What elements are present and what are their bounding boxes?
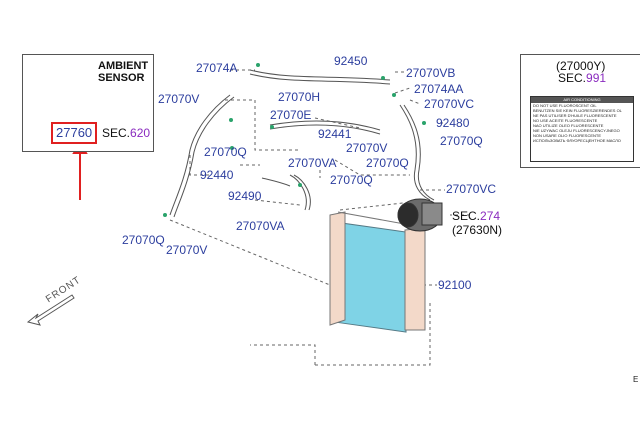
part-27070v-mid[interactable]: 27070V: [346, 141, 388, 155]
part-92100[interactable]: 92100: [438, 278, 472, 292]
part-27070v-top-left[interactable]: 27070V: [158, 92, 200, 106]
part-27070va-1[interactable]: 27070VA: [288, 156, 337, 170]
part-27070e[interactable]: 27070E: [270, 108, 312, 122]
ambient-title-2: SENSOR: [98, 72, 145, 84]
ambient-title-1: AMBIENT: [98, 60, 149, 72]
warning-line-6: NON USARE OLIO FLUORESCENTE: [533, 133, 602, 138]
part-27070q-mid[interactable]: 27070Q: [366, 156, 409, 170]
part-92490[interactable]: 92490: [228, 189, 262, 203]
part-92450[interactable]: 92450: [334, 54, 368, 68]
part-highlight-box: [51, 122, 97, 144]
part-92441[interactable]: 92441: [318, 127, 352, 141]
part-27000y[interactable]: (27000Y): [556, 59, 606, 73]
part-92480[interactable]: 92480: [436, 116, 470, 130]
part-27070va-2[interactable]: 27070VA: [236, 219, 285, 233]
part-27760[interactable]: 27760: [56, 125, 93, 140]
warning-label-sticker: AIR CONDITIONING DO NOT USE FLUOROSCENT …: [530, 96, 634, 162]
part-27070vc-2[interactable]: 27070VC: [446, 182, 497, 196]
warning-label-header: AIR CONDITIONING: [531, 97, 633, 103]
part-27070v-bottom-left[interactable]: 27070V: [166, 243, 208, 257]
warning-line-3: NO USE ACEITE FLUORESCENTE: [533, 118, 598, 123]
ambient-sensor-box: [22, 54, 154, 152]
sec-274[interactable]: SEC.274: [452, 209, 501, 223]
part-27070q-left-1[interactable]: 27070Q: [204, 145, 247, 159]
warning-line-7: ИСПОЛЬЗОВАТЬ ФЛУОРЕСЦЕНТНОЕ МАСЛО: [533, 138, 621, 143]
part-27630n[interactable]: (27630N): [452, 223, 503, 237]
part-27074aa[interactable]: 27074AA: [414, 82, 464, 96]
part-92440[interactable]: 92440: [200, 168, 234, 182]
warning-line-0: DO NOT USE FLUOROSCENT OIL: [533, 103, 597, 108]
part-27070q-right-1[interactable]: 27070Q: [440, 134, 483, 148]
svg-text:E: E: [633, 375, 638, 384]
part-27070vc-1[interactable]: 27070VC: [424, 97, 475, 111]
warning-label-box: [520, 54, 640, 168]
part-27070h[interactable]: 27070H: [278, 90, 321, 104]
warning-line-4: NAO UTILIZE OLEO FLUORESCENTE: [533, 123, 604, 128]
sec-991[interactable]: SEC.991: [558, 71, 607, 85]
sec-620[interactable]: SEC.620: [102, 126, 151, 140]
part-27070q-mid-2[interactable]: 27070Q: [330, 173, 373, 187]
warning-line-2: NE PAS UTILISER D'HUILE FLUORESCENTE: [533, 113, 617, 118]
part-27074a[interactable]: 27074A: [196, 61, 238, 75]
part-27070q-bottom-left[interactable]: 27070Q: [122, 233, 165, 247]
part-27070vb[interactable]: 27070VB: [406, 66, 456, 80]
warning-line-5: NIE UZYWAC OLEJU FLUORESCENCYJNEGO: [533, 128, 620, 133]
warning-line-1: BENUTZEN SIE KEIN FLUORESZIERENDES OL: [533, 108, 622, 113]
